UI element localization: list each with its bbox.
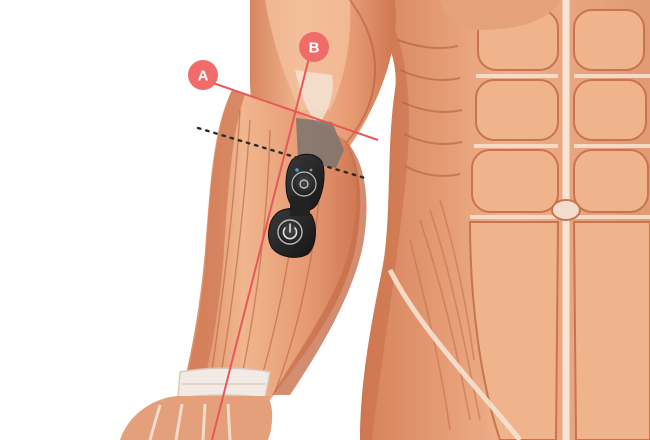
stimulator-device xyxy=(268,153,325,258)
torso xyxy=(360,0,650,440)
marker-a-label: A xyxy=(198,68,209,85)
dotted-guide-line xyxy=(196,126,367,180)
rectus-abdominis xyxy=(468,9,650,440)
line-b xyxy=(211,57,310,440)
guide-lines xyxy=(196,57,379,440)
serratus-muscles xyxy=(397,39,463,177)
indicator-light xyxy=(295,168,299,172)
hand xyxy=(120,396,273,440)
arm xyxy=(120,0,396,440)
navel xyxy=(551,199,581,221)
power-icon xyxy=(277,219,303,245)
marker-a: A xyxy=(188,60,218,90)
marker-b: B xyxy=(299,32,329,62)
logo-icon xyxy=(291,171,317,197)
line-a xyxy=(209,81,379,141)
device-connector xyxy=(290,196,310,216)
marker-b-label: B xyxy=(309,40,320,57)
